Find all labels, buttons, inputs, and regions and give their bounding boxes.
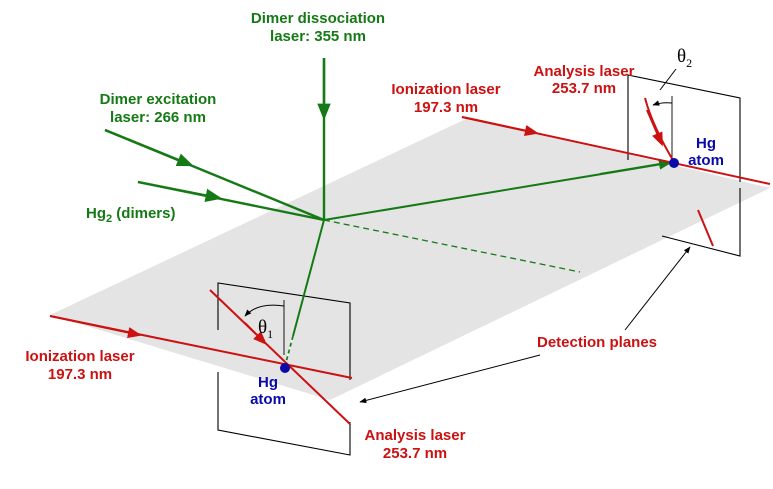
detection-plane-left [217, 282, 351, 456]
hg-left-l2: atom [250, 391, 286, 408]
analysis-beam-right [644, 97, 675, 163]
ionization-right-l1: Ionization laser [391, 81, 500, 98]
theta2-label: θ2 [677, 46, 692, 70]
analysis-right-l2: 253.7 nm [552, 80, 616, 97]
analysis-left-l1: Analysis laser [365, 427, 466, 444]
detection-plane-pointers [359, 246, 691, 404]
detection-planes-label: Detection planes [537, 334, 657, 351]
green-beams [104, 58, 673, 367]
projection-dashed [323, 219, 581, 273]
ionization-left-l1: Ionization laser [25, 348, 134, 365]
analysis-beam-left [209, 289, 351, 425]
excitation-label-l2: laser: 266 nm [110, 109, 206, 126]
theta1-label: θ1 [258, 317, 273, 341]
detection-plane-right [627, 74, 741, 257]
red-beams [49, 97, 771, 425]
hg-right-l1: Hg [696, 135, 716, 152]
theta2-marker [652, 68, 677, 106]
analysis-right-l1: Analysis laser [534, 63, 635, 80]
hg-left-l1: Hg [258, 374, 278, 391]
dissociation-label-l2: laser: 355 nm [270, 28, 366, 45]
analysis-left-l2: 253.7 nm [383, 445, 447, 462]
interaction-plane [50, 117, 770, 400]
excitation-label-l1: Dimer excitation [100, 91, 217, 108]
hg-atom-right-dot [669, 158, 679, 168]
dimers-label: Hg2 (dimers) [86, 205, 175, 225]
hg-atom-left-dot [280, 363, 290, 373]
analysis-beam-right-lower [697, 209, 714, 247]
ionization-right-l2: 197.3 nm [414, 99, 478, 116]
hg-right-l2: atom [688, 152, 724, 169]
theta1-marker [244, 304, 285, 317]
ionization-left-l2: 197.3 nm [48, 366, 112, 383]
dissociation-label-l1: Dimer dissociation [251, 10, 385, 27]
